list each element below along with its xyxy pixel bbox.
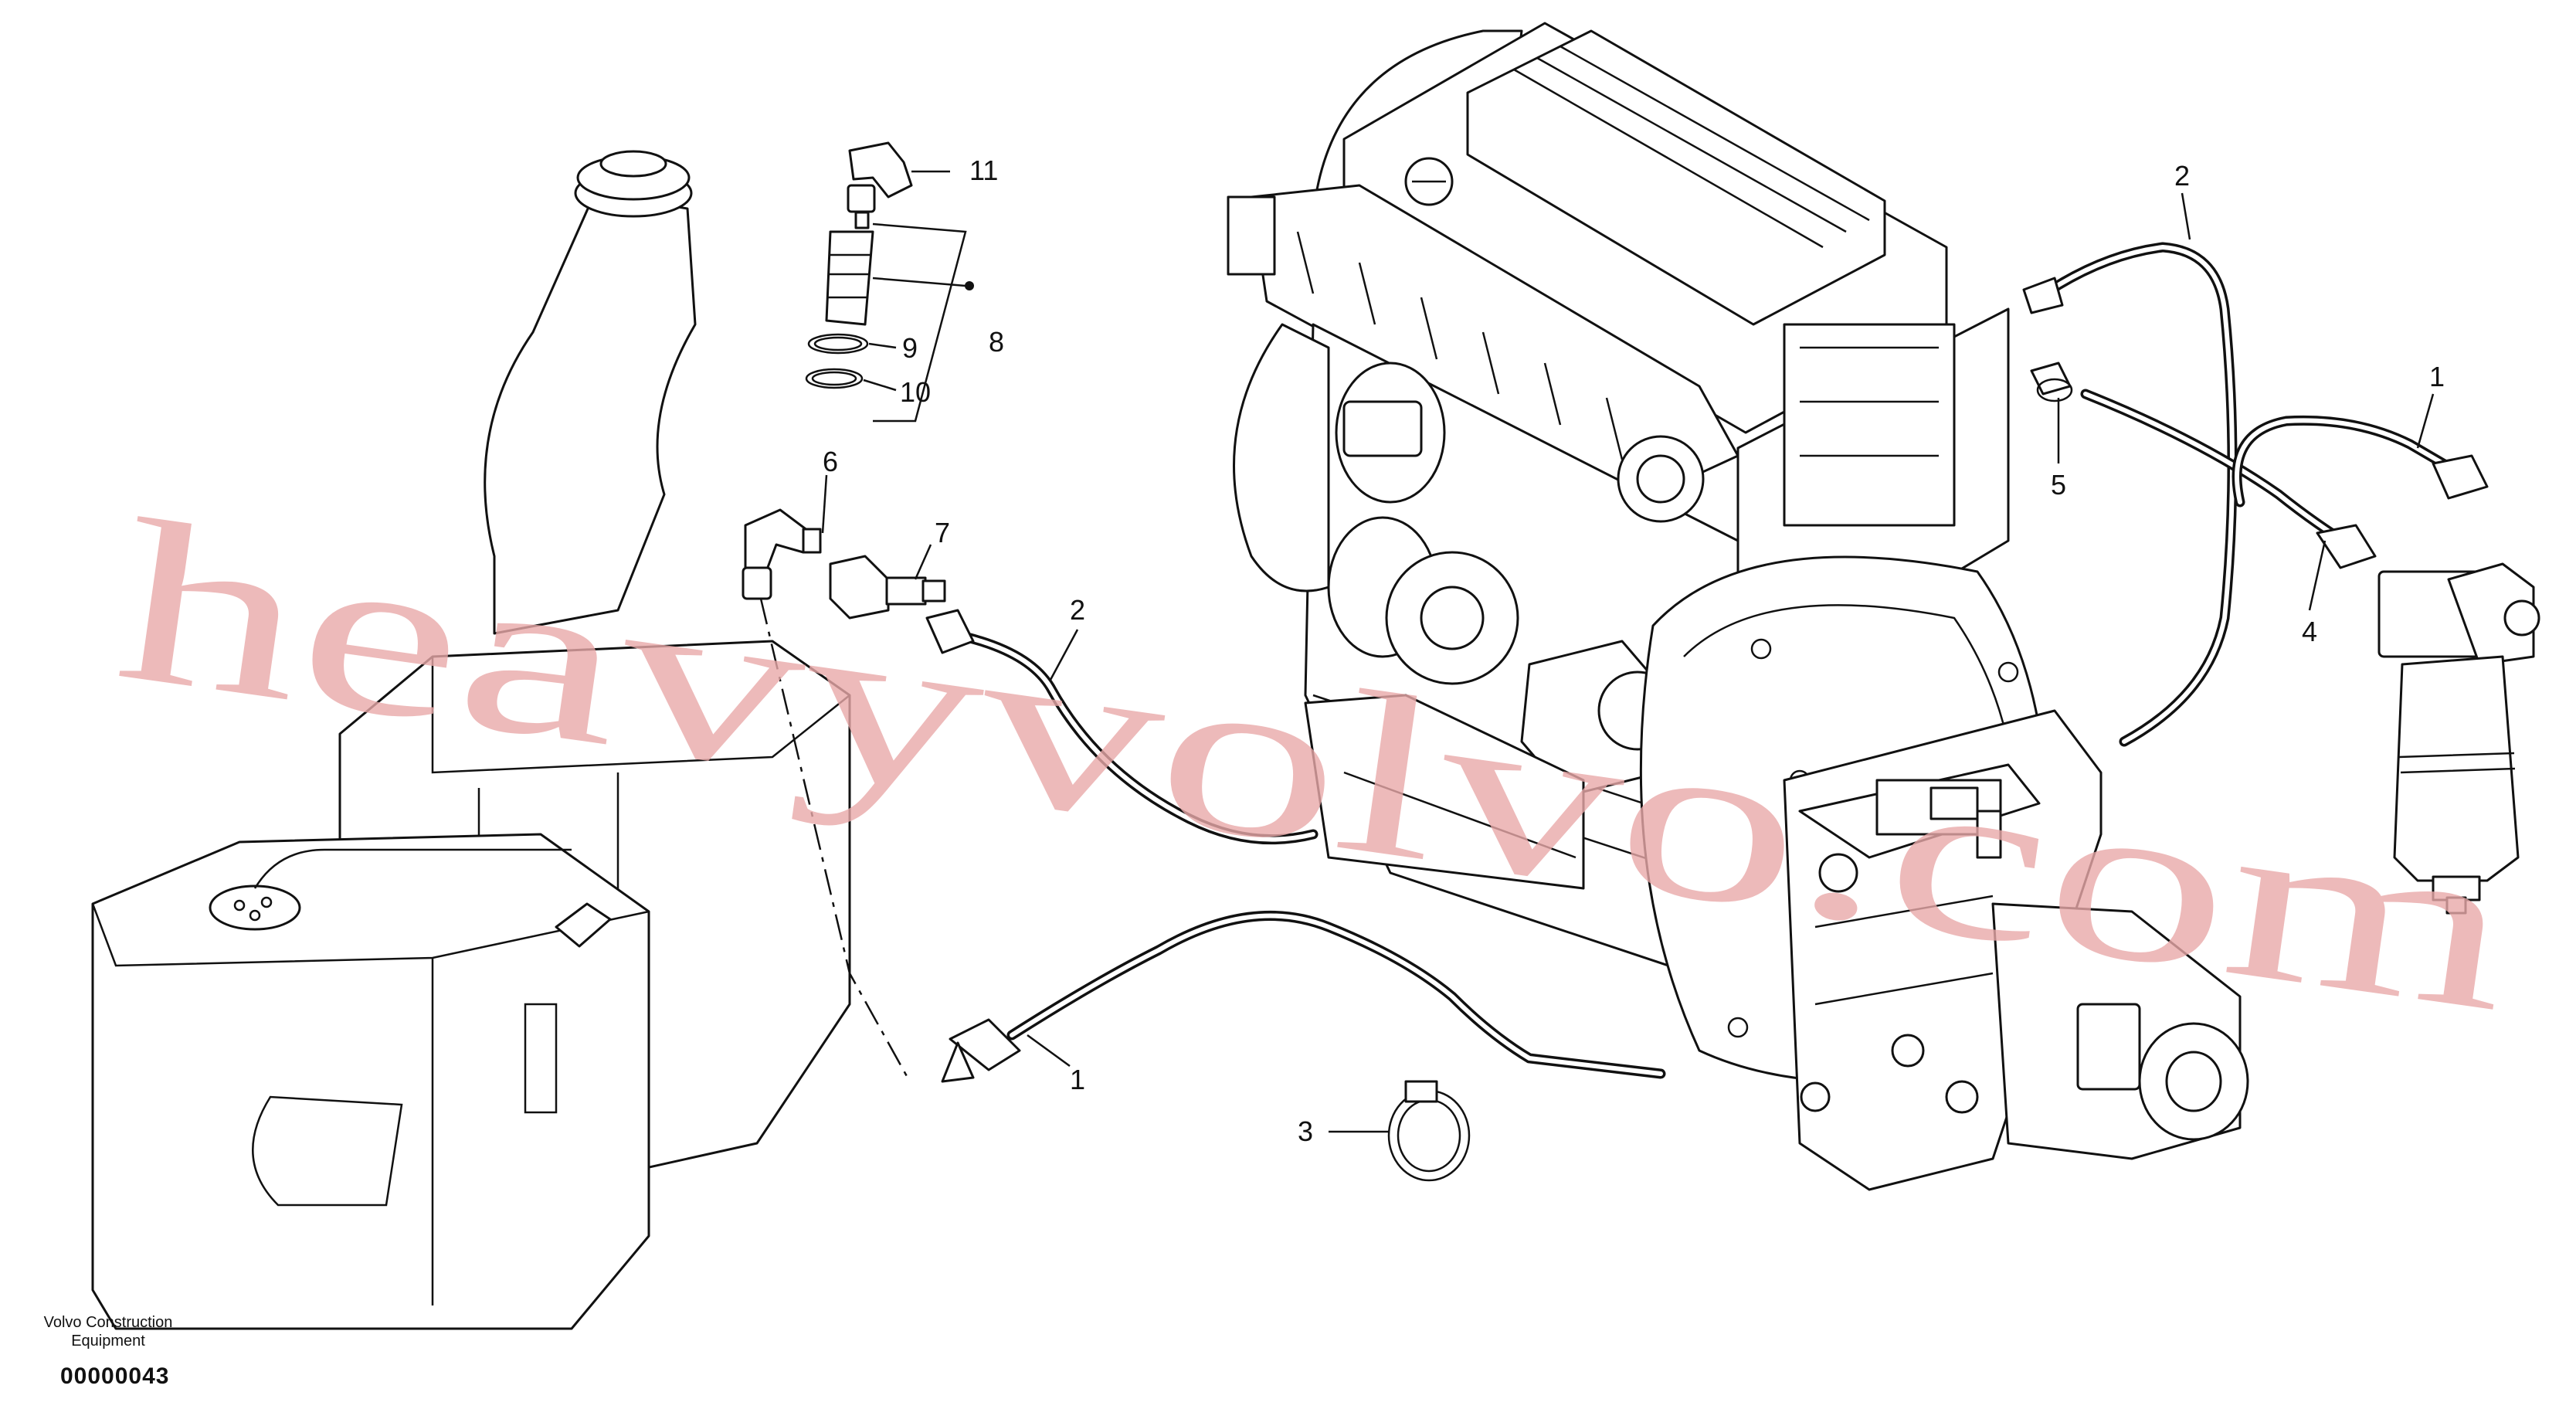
hose-2-left <box>925 609 1319 845</box>
callout-5: 5 <box>2051 469 2066 501</box>
callout-1-right: 1 <box>2429 361 2445 392</box>
callout-2-right: 2 <box>2174 160 2190 192</box>
hose-4 <box>2080 389 2377 569</box>
hose-1-right <box>2232 415 2489 508</box>
connection-line <box>759 598 909 1078</box>
fuel-filter <box>2377 562 2540 915</box>
callout-9: 9 <box>902 332 918 364</box>
callout-2-left: 2 <box>1070 594 1085 626</box>
hose-2-right <box>2022 242 2238 747</box>
callout-3: 3 <box>1298 1115 1313 1147</box>
callout-7: 7 <box>935 517 950 548</box>
callout-6: 6 <box>823 446 838 477</box>
hose-clamp-3 <box>1387 1080 1471 1182</box>
hose-1-left <box>941 910 1666 1083</box>
callout-1-left: 1 <box>1070 1064 1085 1095</box>
leader-lines <box>821 170 2435 1133</box>
adapter-fitting-7 <box>829 555 946 620</box>
callout-4: 4 <box>2302 616 2317 647</box>
drawing-number: 00000043 <box>60 1363 170 1389</box>
hydraulic-pump <box>1783 709 2249 1191</box>
brand-label: Volvo Construction Equipment <box>43 1314 173 1350</box>
callout-11: 11 <box>969 154 998 186</box>
callout-8: 8 <box>989 326 1004 358</box>
callout-10: 10 <box>900 376 931 408</box>
elbow-fitting-6 <box>742 508 822 600</box>
fuel-tank <box>91 150 851 1330</box>
hose-clamp-5 <box>2030 362 2073 402</box>
fitting-kit <box>805 141 913 389</box>
